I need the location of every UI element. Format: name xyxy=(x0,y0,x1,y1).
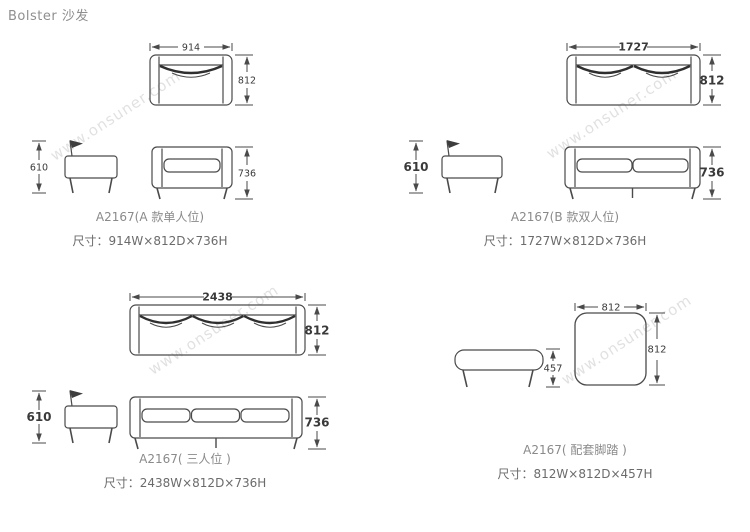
dim-depth: 812 xyxy=(647,345,666,356)
dim-height: 736 xyxy=(699,166,724,180)
side-view xyxy=(64,140,118,194)
front-view xyxy=(564,146,701,200)
drawing-single-seat: 914 812 610 xyxy=(30,43,256,200)
height-dimension xyxy=(546,348,560,388)
top-view xyxy=(129,304,306,356)
dim-width: 914 xyxy=(182,43,200,54)
drawing-three-seater: 2438 812 610 xyxy=(26,291,330,450)
panel-two-seater: 1727 812 610 xyxy=(400,40,730,255)
depth-dimension xyxy=(649,312,665,386)
side-view xyxy=(441,140,503,194)
back-height-dimension xyxy=(32,390,46,444)
height-dimension xyxy=(235,146,253,200)
product-name: A2167( 三人位 ) xyxy=(139,452,231,466)
product-size: 尺寸：812W×812D×457H xyxy=(497,467,653,481)
drawing-two-seater: 1727 812 610 xyxy=(403,41,725,200)
dim-depth: 812 xyxy=(238,76,256,87)
top-view xyxy=(574,312,647,386)
dim-depth: 812 xyxy=(304,324,329,338)
dim-height: 457 xyxy=(543,364,562,375)
dim-depth: 812 xyxy=(699,74,724,88)
panel-ottoman: 457 812 812 A2167( 配套脚踏 ) 尺寸：812W×812D×4… xyxy=(430,300,720,510)
product-size: 尺寸：1727W×812D×736H xyxy=(483,234,647,248)
back-height-dimension xyxy=(32,140,46,194)
panel-three-seater: 2438 812 610 xyxy=(20,290,350,505)
dim-width: 812 xyxy=(601,303,620,314)
dim-back-height: 610 xyxy=(403,160,428,174)
width-dimension xyxy=(149,43,233,51)
width-dimension xyxy=(129,293,306,301)
product-size: 尺寸：914W×812D×736H xyxy=(72,234,228,248)
dim-width: 2438 xyxy=(202,291,233,304)
dim-height: 736 xyxy=(238,169,256,180)
dim-back-height: 610 xyxy=(30,163,48,174)
dim-height: 736 xyxy=(304,416,329,430)
back-height-dimension xyxy=(409,140,423,194)
depth-dimension xyxy=(235,54,253,106)
side-view xyxy=(454,349,544,388)
drawing-ottoman: 457 812 812 xyxy=(454,303,667,388)
width-dimension xyxy=(566,43,701,51)
depth-dimension xyxy=(703,54,721,106)
top-view xyxy=(566,54,701,106)
front-view xyxy=(151,146,233,200)
page-title: Bolster 沙发 xyxy=(8,9,89,24)
product-name: A2167( 配套脚踏 ) xyxy=(523,443,627,457)
top-view xyxy=(149,54,233,106)
panel-single-seat: 914 812 610 xyxy=(20,40,280,255)
height-dimension xyxy=(703,146,721,200)
side-view xyxy=(64,390,118,444)
product-size: 尺寸：2438W×812D×736H xyxy=(103,476,267,490)
depth-dimension xyxy=(308,304,326,356)
product-name: A2167(B 款双人位) xyxy=(510,210,620,224)
product-name: A2167(A 款单人位) xyxy=(95,210,205,224)
dim-width: 1727 xyxy=(618,41,649,54)
dim-back-height: 610 xyxy=(26,410,51,424)
front-view xyxy=(129,396,303,450)
width-dimension xyxy=(574,303,647,311)
height-dimension xyxy=(308,396,326,450)
